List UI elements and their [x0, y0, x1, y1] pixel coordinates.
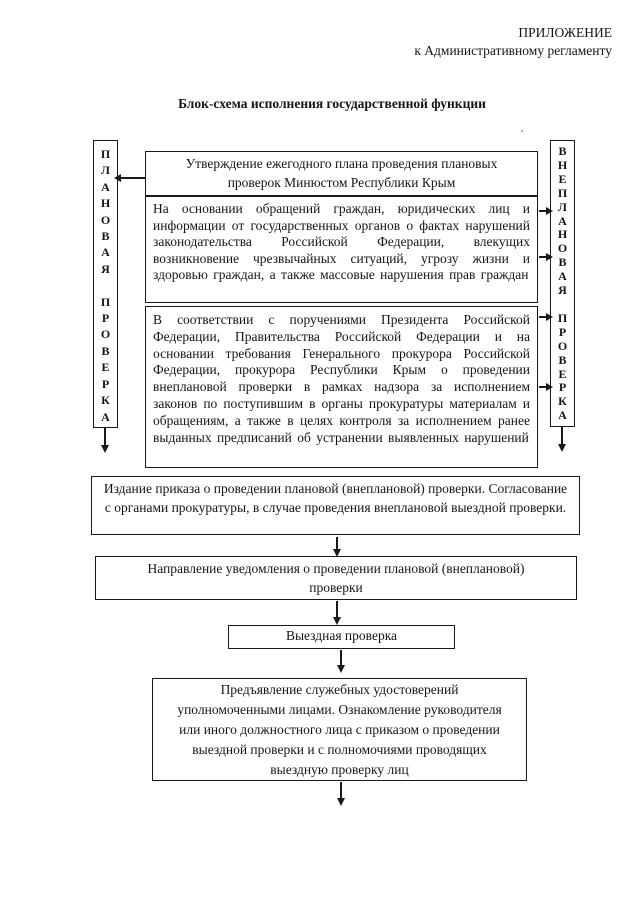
header-appendix-label: ПРИЛОЖЕНИЕ: [518, 25, 612, 40]
arrow-appeals-to-unplanned-2: [539, 253, 553, 260]
flow-box-notification: Направление уведомления о проведении пла…: [95, 556, 577, 600]
header-regulation-label: к Административному регламенту: [414, 43, 612, 58]
arrow-orders-to-unplanned-1: [539, 313, 553, 320]
arrow-unplanned-column-down: [558, 427, 565, 452]
stray-scan-mark: ': [521, 128, 523, 140]
arrow-appeals-to-unplanned-1: [539, 207, 553, 214]
arrow-order-issue-to-notification: [333, 537, 340, 557]
arrow-notification-to-onsite: [333, 601, 340, 625]
arrow-planned-column-down: [101, 428, 108, 453]
unplanned-inspection-column: В Н Е П Л А Н О В А Я П Р О В Е Р К А: [550, 140, 575, 427]
arrow-orders-to-unplanned-2: [539, 383, 553, 390]
flow-box-citizen-appeals: На основании обращений граждан, юридичес…: [145, 196, 538, 303]
flow-box-credentials: Предъявление служебных удостоверений упо…: [152, 678, 527, 781]
arrow-credentials-down: [337, 782, 344, 806]
flow-box-order-issue: Издание приказа о проведении плановой (в…: [91, 476, 580, 535]
page-title: Блок-схема исполнения государственной фу…: [178, 96, 486, 111]
flow-box-plan-approval: Утверждение ежегодного плана проведения …: [145, 151, 538, 196]
flow-box-onsite-inspection: Выездная проверка: [228, 625, 455, 649]
flow-box-president-orders: В соответствии с поручениями Президента …: [145, 306, 538, 468]
arrow-onsite-to-credentials: [337, 650, 344, 673]
header-block: ПРИЛОЖЕНИЕ к Административному регламент…: [414, 24, 612, 60]
planned-inspection-column: П Л А Н О В А Я П Р О В Е Р К А: [93, 140, 118, 428]
arrow-plan-to-planned-column: [114, 174, 145, 181]
